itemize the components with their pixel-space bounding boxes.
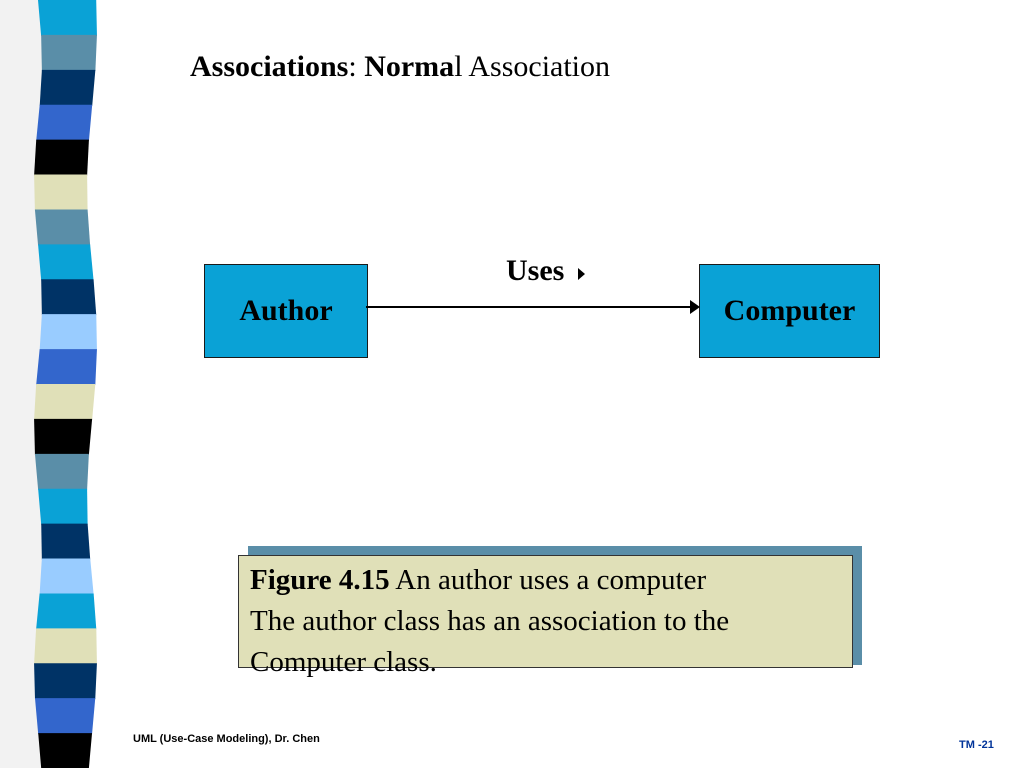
footer-course: UML (Use-Case Modeling), Dr. Chen bbox=[133, 733, 320, 745]
association-arrowhead bbox=[690, 300, 700, 314]
strip-segment bbox=[38, 733, 93, 768]
strip-segment bbox=[39, 69, 96, 106]
strip-segment bbox=[38, 488, 88, 525]
caption-line-1: Figure 4.15 An author uses a computer bbox=[250, 560, 852, 601]
strip-segment bbox=[34, 698, 96, 735]
strip-segment bbox=[34, 663, 97, 700]
decorative-left-strip bbox=[0, 0, 120, 768]
computer-class-label: Computer bbox=[723, 294, 856, 327]
caption-line1-text: An author uses a computer bbox=[389, 564, 707, 596]
strip-segment bbox=[41, 279, 97, 316]
strip-segment bbox=[34, 209, 91, 246]
association-line bbox=[366, 300, 700, 314]
title-bold-normal: Norma bbox=[364, 50, 455, 83]
slide-title: Associations: Normal Association bbox=[190, 50, 610, 84]
caption-line-2: The author class has an association to t… bbox=[250, 605, 730, 637]
author-class-label: Author bbox=[239, 294, 333, 327]
strip-segment bbox=[38, 0, 97, 36]
strip-segment bbox=[34, 453, 89, 490]
footer-page-number: TM -21 bbox=[959, 739, 994, 751]
figure-number: Figure 4.15 bbox=[250, 564, 390, 596]
strip-segment bbox=[38, 244, 94, 281]
strip-segment bbox=[41, 34, 97, 71]
caption-line-3: Computer class. bbox=[250, 646, 437, 678]
strip-segment bbox=[36, 593, 97, 630]
title-regular: l Association bbox=[454, 50, 611, 83]
strip-segment bbox=[34, 384, 96, 420]
strip-segment bbox=[34, 139, 89, 176]
strip-segment bbox=[34, 628, 97, 665]
association-direction-icon bbox=[578, 268, 585, 280]
strip-segment bbox=[39, 558, 94, 595]
title-colon: : bbox=[348, 50, 365, 83]
association-label: Uses bbox=[506, 254, 565, 287]
figure-caption-box: Figure 4.15 An author uses a computer Th… bbox=[238, 555, 853, 678]
strip-segment bbox=[39, 314, 97, 351]
strip-segment bbox=[34, 418, 93, 455]
title-bold-associations: Associations bbox=[190, 50, 349, 83]
strip-segment bbox=[41, 523, 91, 560]
author-class-box: Author bbox=[204, 264, 368, 358]
strip-segment bbox=[36, 349, 97, 385]
strip-segment bbox=[34, 174, 88, 211]
strip-segment bbox=[36, 104, 93, 141]
computer-class-box: Computer bbox=[699, 264, 880, 358]
